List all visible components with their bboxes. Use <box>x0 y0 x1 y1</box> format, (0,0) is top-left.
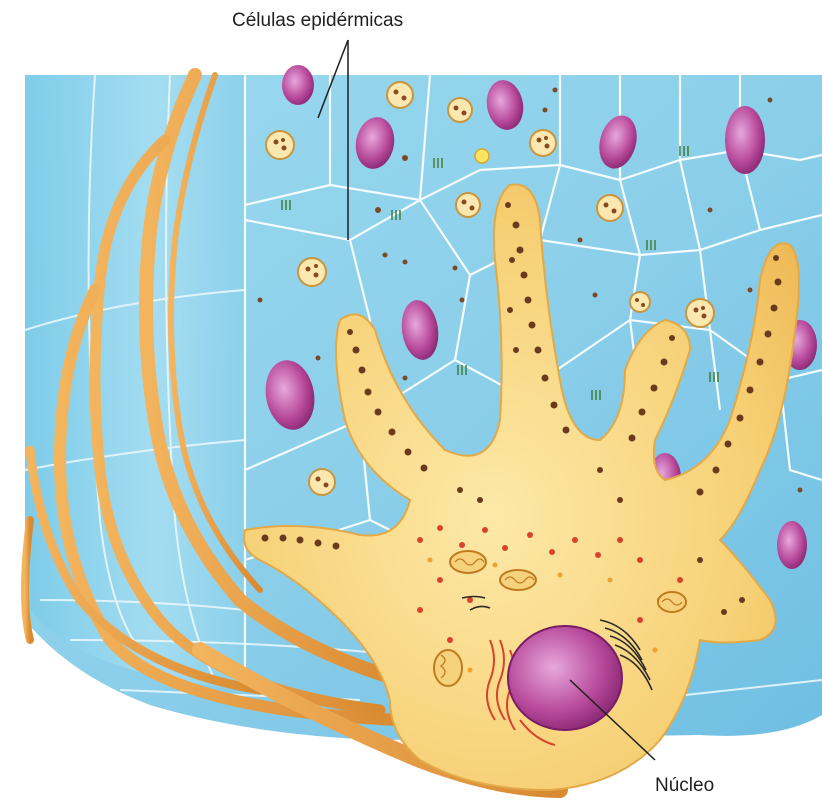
label-nucleus: Núcleo <box>655 775 714 797</box>
nucleus <box>508 626 622 730</box>
label-epidermal-cells: Células epidérmicas <box>232 10 403 32</box>
